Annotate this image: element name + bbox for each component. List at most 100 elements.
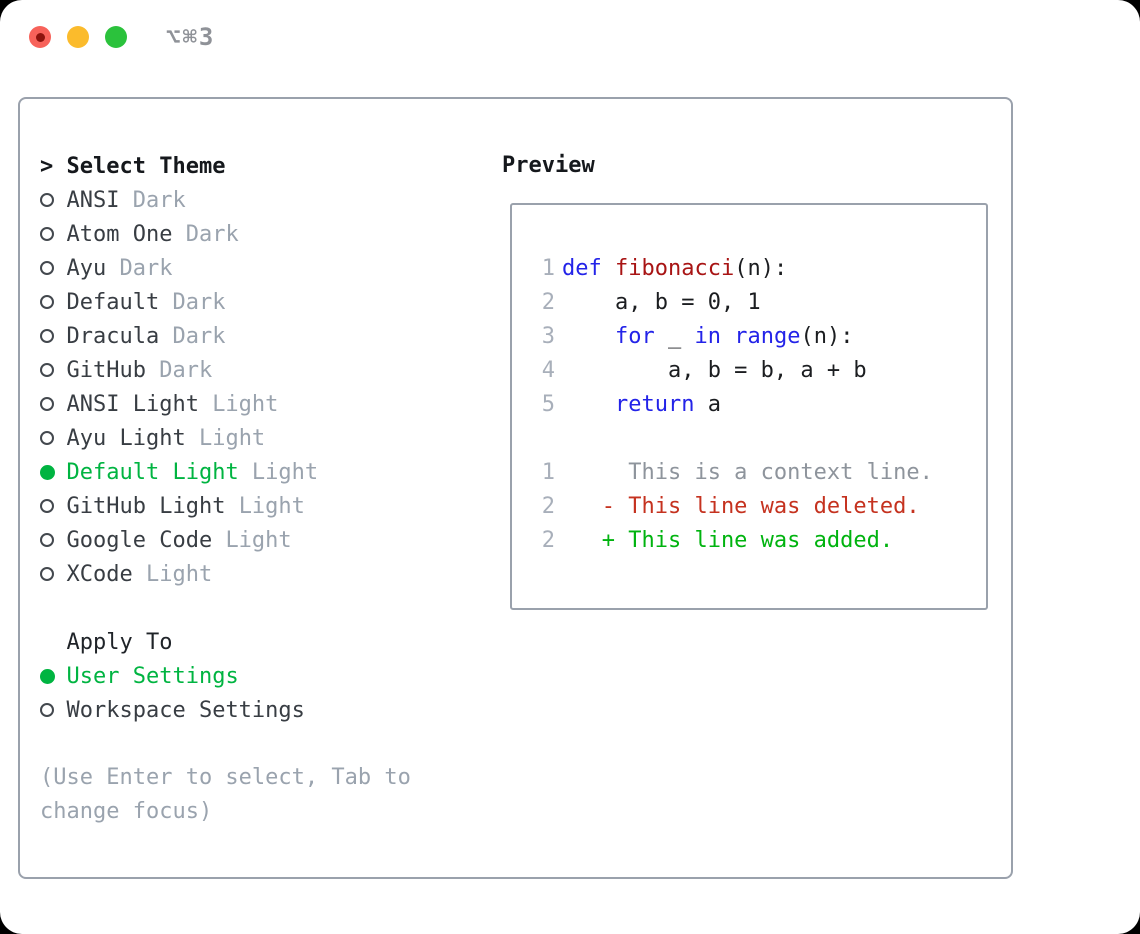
code-token: _	[654, 324, 695, 349]
option-tag: Dark	[132, 187, 186, 213]
radio-icon	[40, 567, 67, 581]
zoom-button[interactable]	[105, 26, 127, 48]
code-line: 2 + This line was added.	[529, 524, 986, 558]
option-label: Workspace Settings	[66, 697, 305, 723]
line-number: 2	[541, 528, 555, 553]
theme-option[interactable]: Ayu Dark	[40, 251, 464, 285]
theme-option[interactable]: Default Dark	[40, 285, 464, 319]
option-tag: Light	[198, 425, 266, 451]
spacer	[40, 591, 464, 625]
option-label: Dracula	[66, 323, 160, 349]
code-token-function: fibonacci	[615, 256, 735, 281]
theme-option[interactable]: ANSI Dark	[40, 183, 464, 217]
option-label: Default	[66, 289, 160, 315]
apply-to-option[interactable]: Workspace Settings	[40, 693, 464, 727]
code-token-context: This is a context line.	[562, 460, 933, 485]
radio-icon	[40, 533, 67, 547]
code-token: a, b = b, a + b	[562, 358, 867, 383]
option-label: User Settings	[66, 663, 239, 689]
option-label: ANSI	[66, 187, 120, 213]
code-token: (n):	[734, 256, 788, 281]
code-token-keyword: def	[562, 256, 602, 281]
option-tag: Dark	[172, 323, 226, 349]
radio-icon	[40, 329, 67, 343]
option-tag: Light	[251, 459, 319, 485]
radio-icon	[40, 193, 67, 207]
close-button[interactable]	[29, 26, 51, 48]
radio-icon	[40, 703, 67, 717]
code-token-keyword: range	[734, 324, 801, 349]
option-tag: Light	[225, 527, 292, 553]
code-line: 2 - This line was deleted.	[529, 490, 986, 524]
theme-option[interactable]: Google Code Light	[40, 523, 464, 557]
radio-icon	[40, 261, 67, 275]
apply-to-title: Apply To	[66, 629, 173, 655]
line-number: 4	[541, 358, 555, 383]
line-number: 1	[541, 256, 555, 281]
theme-option[interactable]: Default Light Light	[40, 455, 464, 489]
selected-radio-icon	[40, 668, 67, 684]
radio-icon	[40, 363, 67, 377]
selected-radio-icon	[40, 464, 67, 480]
code-token-added: + This line was added.	[562, 528, 894, 553]
option-label: Google Code	[66, 527, 213, 553]
line-number: 3	[541, 324, 555, 349]
code-line: 2 a, b = 0, 1	[529, 286, 986, 320]
code-token: a	[694, 392, 721, 417]
option-tag: Light	[212, 391, 279, 417]
option-label: XCode	[66, 561, 133, 587]
code-line: 4 a, b = b, a + b	[529, 354, 986, 388]
apply-to-option[interactable]: User Settings	[40, 659, 464, 693]
code-token-keyword: return	[614, 392, 695, 417]
prompt-marker-icon: >	[40, 153, 54, 179]
code-token	[562, 388, 615, 422]
code-line: 1 This is a context line.	[529, 456, 986, 490]
minimize-button[interactable]	[67, 26, 89, 48]
option-label: Ayu	[66, 255, 107, 281]
option-label: Default Light	[66, 459, 239, 485]
titlebar: ⌥⌘3	[0, 0, 1140, 62]
code-token: (n):	[800, 324, 854, 349]
unsaved-dot-icon	[35, 32, 45, 42]
code-token-keyword: in	[694, 324, 721, 349]
code-token	[562, 320, 615, 354]
line-number	[529, 422, 555, 456]
code-token	[721, 320, 734, 354]
theme-option[interactable]: Dracula Dark	[40, 319, 464, 353]
code-token: a, b = 0, 1	[562, 290, 761, 315]
keyboard-hint: (Use Enter to select, Tab to change focu…	[40, 765, 411, 824]
theme-option[interactable]: ANSI Light Light	[40, 387, 464, 421]
option-tag: Dark	[159, 357, 213, 383]
option-label: ANSI Light	[66, 391, 199, 417]
apply-to-header: Apply To	[40, 625, 464, 659]
window-title-shortcut: ⌥⌘3	[166, 23, 216, 51]
code-line: 5 return a	[529, 388, 986, 422]
radio-icon	[40, 499, 67, 513]
line-number: 2	[541, 494, 555, 519]
option-label: GitHub Light	[66, 493, 226, 519]
radio-icon	[40, 397, 67, 411]
code-line	[529, 422, 986, 456]
radio-icon	[40, 431, 67, 445]
code-token	[602, 252, 615, 286]
line-number: 2	[541, 290, 555, 315]
radio-icon	[40, 295, 67, 309]
option-tag: Dark	[172, 289, 226, 315]
select-theme-title: Select Theme	[66, 153, 226, 179]
line-number: 1	[541, 460, 555, 485]
option-tag: Dark	[119, 255, 173, 281]
code-line: 1 def fibonacci(n):	[529, 252, 986, 286]
